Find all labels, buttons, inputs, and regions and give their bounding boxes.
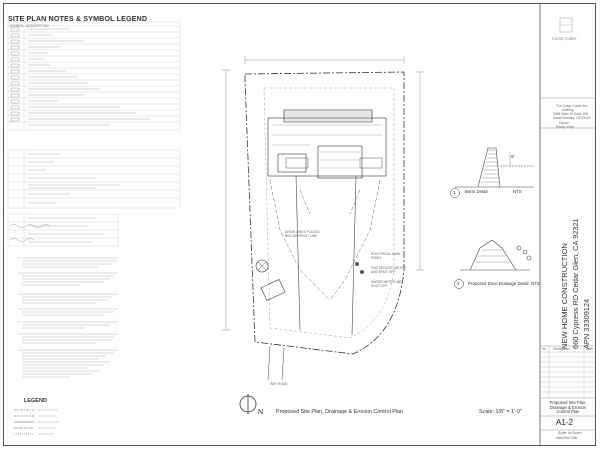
berm-detail-title: Berm Detail (465, 189, 488, 194)
north-arrow (239, 394, 257, 414)
firm-line-2: Drafting (562, 108, 574, 112)
project-address: 660 Cypress RD Cedar Glen, CA 92321 (571, 218, 580, 349)
client-label: Owner: (559, 121, 570, 125)
berm-dimension: 6" (511, 154, 515, 159)
note-water: WATER METER AND SHUT-OFF (371, 280, 403, 288)
sheet-border (3, 3, 596, 446)
drive-detail-drawing (460, 239, 532, 271)
drive-detail-title: Proposed Drive Drainage Detail (468, 281, 529, 286)
project-title: NEW HOME CONSTRUCTION (560, 243, 569, 349)
note-gas-service: GAS SERVICE METER AND SHUT-OFF (371, 266, 406, 274)
firm-name: Comp Codes (552, 36, 577, 41)
plan-caption: Proposed Site Plan, Drainage & Erosion C… (276, 409, 404, 415)
drive-detail-number: 2 (457, 281, 460, 286)
rev-col-no: No. (542, 347, 548, 351)
berm-detail-scale: NTS (513, 189, 522, 194)
project-apn: APN 33309124 (582, 298, 591, 349)
client-name: Rocky Vicky (556, 125, 574, 129)
scale-note: Scale: As Noted (558, 431, 582, 435)
property-line (244, 71, 405, 355)
sheet-title: Proposed Site Plan, Drainage & Erosion C… (549, 400, 587, 415)
drive-detail-scale: NTS (531, 281, 540, 286)
note-road: WAY ROAD (270, 382, 288, 386)
legend-block-title: LEGEND (24, 398, 47, 404)
rev-col-description: Description (553, 347, 570, 351)
berm-detail-drawing (455, 147, 534, 188)
firm-line-4: Santa Barbara, CA 93105 (553, 116, 591, 120)
sheet-number: A1-2 (556, 418, 573, 427)
rev-col-date: Date (586, 347, 593, 351)
firm-line-1: The Comp Codes Inc. (556, 104, 589, 108)
firm-line-3: 3455 State St Suite 198 (553, 112, 588, 116)
note-electrical: ELECTRICAL MAIN PANEL (371, 252, 401, 260)
berm-detail-number: 1 (453, 190, 456, 195)
note-drain-lines: DRAIN LINES PLACED BELOW FROST LINE (285, 230, 320, 238)
tree-symbol (255, 259, 269, 273)
date-note: Date/Plot Date (556, 436, 578, 440)
legend-title: SITE PLAN NOTES & SYMBOL LEGEND (8, 14, 148, 23)
north-arrow-label: N (258, 409, 264, 416)
plan-scale: Scale: 1/8" = 1'-0" (479, 409, 522, 415)
firm-logo (559, 17, 573, 33)
